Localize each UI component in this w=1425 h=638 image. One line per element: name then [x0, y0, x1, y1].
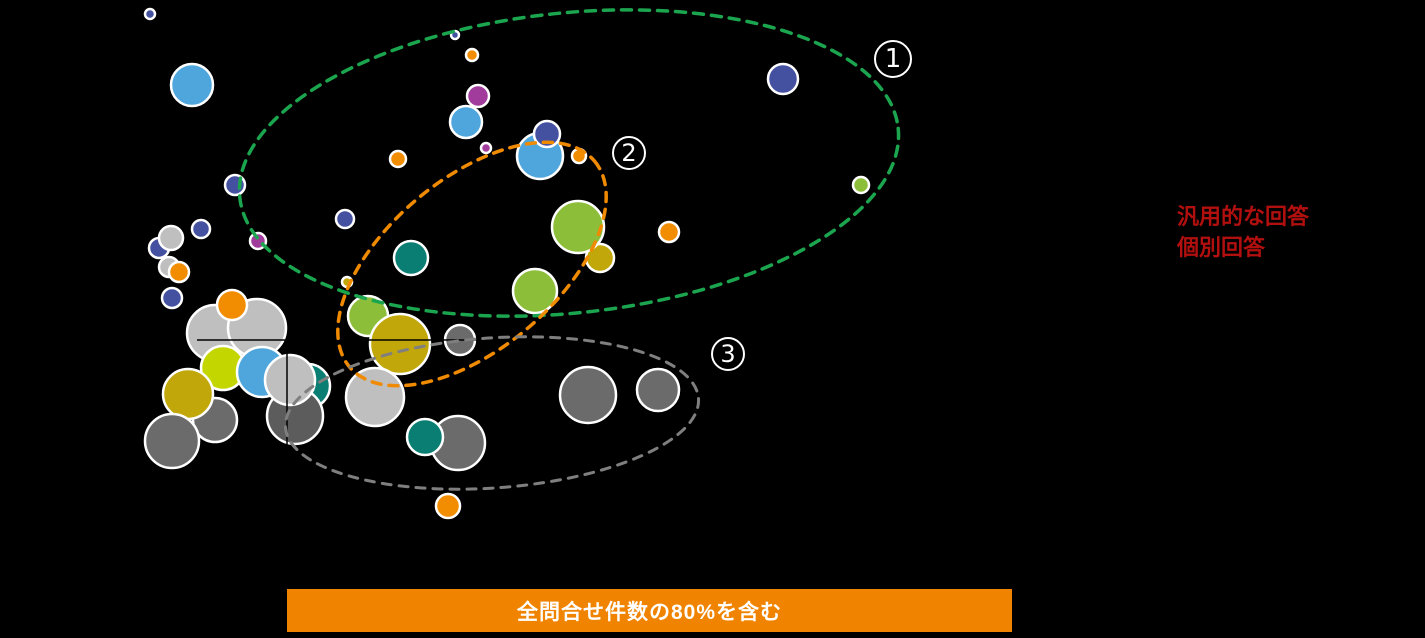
bubble: [160, 286, 184, 310]
bubble: [143, 412, 201, 470]
bubble: [479, 141, 493, 155]
bubble: [550, 199, 606, 255]
bubble: [434, 492, 462, 520]
bubble: [465, 83, 491, 109]
bubble: [532, 119, 562, 149]
bubble: [558, 365, 618, 425]
bubble: [161, 367, 215, 421]
bubble: [263, 353, 317, 407]
bubble: [635, 367, 681, 413]
group-3-ellipse: [283, 335, 701, 491]
bubble: [344, 366, 406, 428]
group-2-badge: 2: [612, 136, 646, 170]
bubble: [464, 47, 480, 63]
bubble: [167, 260, 191, 284]
bubble: [215, 288, 249, 322]
coverage-banner: 全問合せ件数の80%を含む: [287, 589, 1012, 632]
legend-line-general: 汎用的な回答: [1177, 204, 1310, 229]
legend-line-individual: 個別回答: [1177, 235, 1266, 260]
bubble: [368, 312, 432, 376]
bubble: [405, 417, 445, 457]
bubble: [657, 220, 681, 244]
group-1-ellipse: [237, 8, 901, 318]
bubble: [143, 7, 157, 21]
bubble: [190, 218, 212, 240]
legend: 汎用的な回答 個別回答: [1177, 201, 1309, 263]
bubble: [157, 224, 185, 252]
group-3-badge: 3: [711, 337, 745, 371]
bubble: [392, 239, 430, 277]
bubble: [511, 267, 559, 315]
bubble: [388, 149, 408, 169]
bubble: [169, 62, 215, 108]
bubble: [851, 175, 871, 195]
bubble: [334, 208, 356, 230]
bubble: [766, 62, 800, 96]
group-1-badge: 1: [874, 40, 912, 78]
bubble: [448, 104, 484, 140]
coverage-banner-text: 全問合せ件数の80%を含む: [516, 600, 783, 624]
